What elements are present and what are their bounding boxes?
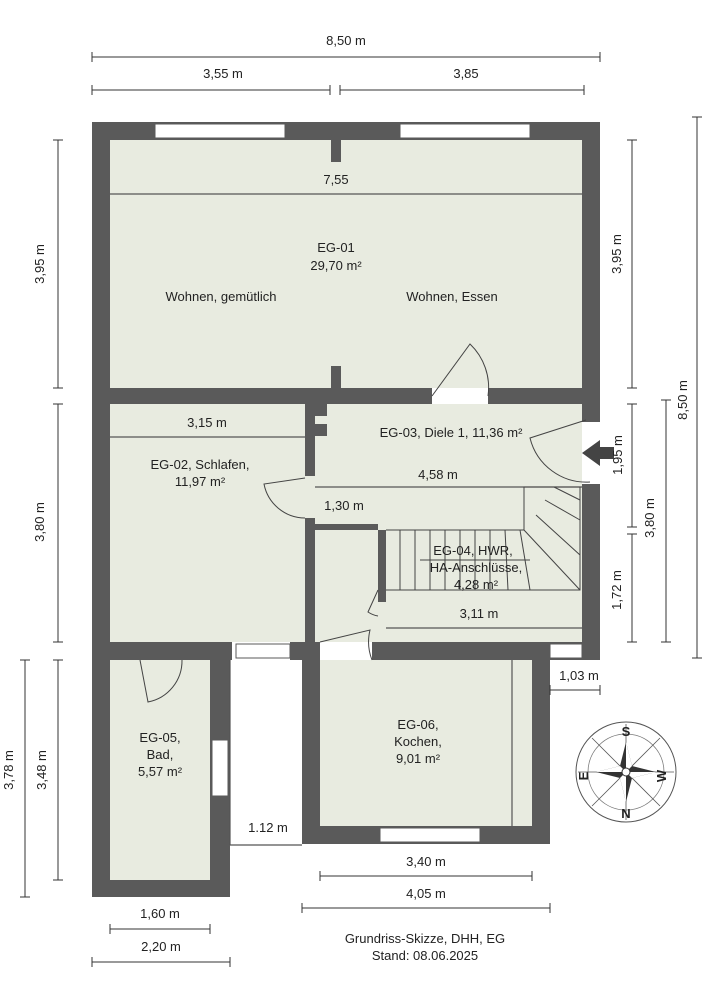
dim-left-upper: 3,95 m (32, 244, 47, 284)
staircase (386, 486, 581, 591)
room-eg04-line2: HA-Anschlüsse, (430, 560, 522, 575)
dim-left-lower-outer: 3,78 m (1, 750, 16, 790)
room-eg05-line1: EG-05, (139, 730, 180, 745)
dim-inner-4-58: 4,58 m (418, 467, 458, 482)
room-eg04-line1: EG-04, HWR, (433, 543, 512, 558)
room-eg02-line2: 11,97 m² (175, 474, 226, 489)
room-eg01-id: EG-01 (317, 240, 355, 255)
dim-total-width: 8,50 m (326, 33, 366, 48)
room-eg01-area: 29,70 m² (310, 258, 362, 273)
dim-step: 1,03 m (559, 668, 599, 683)
dim-bottom-left-outer: 2,20 m (141, 939, 181, 954)
dim-door-right: 1,95 m (610, 435, 625, 475)
dim-inner-3-11: 3,11 m (460, 606, 499, 621)
room-eg04-line3: 4,28 m² (454, 577, 499, 592)
dim-inner-3-15: 3,15 m (187, 415, 227, 430)
dim-bottom-kitchen-outer: 4,05 m (406, 886, 446, 901)
dim-gap: 1.12 m (248, 820, 288, 835)
room-eg01-right: Wohnen, Essen (406, 289, 498, 304)
dim-right-middle: 3,80 m (642, 498, 657, 538)
compass-icon (575, 721, 677, 823)
dim-right-upper: 3,95 m (609, 234, 624, 274)
compass-south: S (622, 724, 631, 739)
compass-west: W (654, 769, 669, 782)
dim-top-right: 3,85 (453, 66, 478, 81)
entrance-arrow-icon (582, 440, 614, 466)
room-eg06-line2: Kochen, (394, 734, 442, 749)
windows (154, 123, 583, 843)
dim-inner-7-55: 7,55 (323, 172, 348, 187)
compass-north: N (621, 806, 630, 821)
room-eg05-line3: 5,57 m² (138, 764, 183, 779)
room-eg02-line1: EG-02, Schlafen, (151, 457, 250, 472)
dim-bottom-left-inner: 1,60 m (140, 906, 180, 921)
dim-total-height: 8,50 m (675, 380, 690, 420)
dimension-lines (20, 52, 702, 967)
room-eg03-label: EG-03, Diele 1, 11,36 m² (380, 425, 523, 440)
dim-left-lower-inner: 3,48 m (34, 750, 49, 790)
doors (139, 343, 591, 703)
room-eg06-line3: 9,01 m² (396, 751, 441, 766)
room-eg05-line2: Bad, (147, 747, 174, 762)
caption-line2: Stand: 08.06.2025 (372, 948, 478, 963)
room-eg01-left: Wohnen, gemütlich (165, 289, 276, 304)
dim-top-left: 3,55 m (203, 66, 243, 81)
dim-left-middle: 3,80 m (32, 502, 47, 542)
dim-bottom-kitchen-inner: 3,40 m (406, 854, 446, 869)
dim-right-lower: 1,72 m (609, 570, 624, 610)
caption-line1: Grundriss-Skizze, DHH, EG (345, 931, 505, 946)
dim-inner-1-30: 1,30 m (324, 498, 364, 513)
floor-areas (110, 140, 582, 880)
compass-east: E (576, 771, 591, 780)
room-eg06-line1: EG-06, (397, 717, 438, 732)
